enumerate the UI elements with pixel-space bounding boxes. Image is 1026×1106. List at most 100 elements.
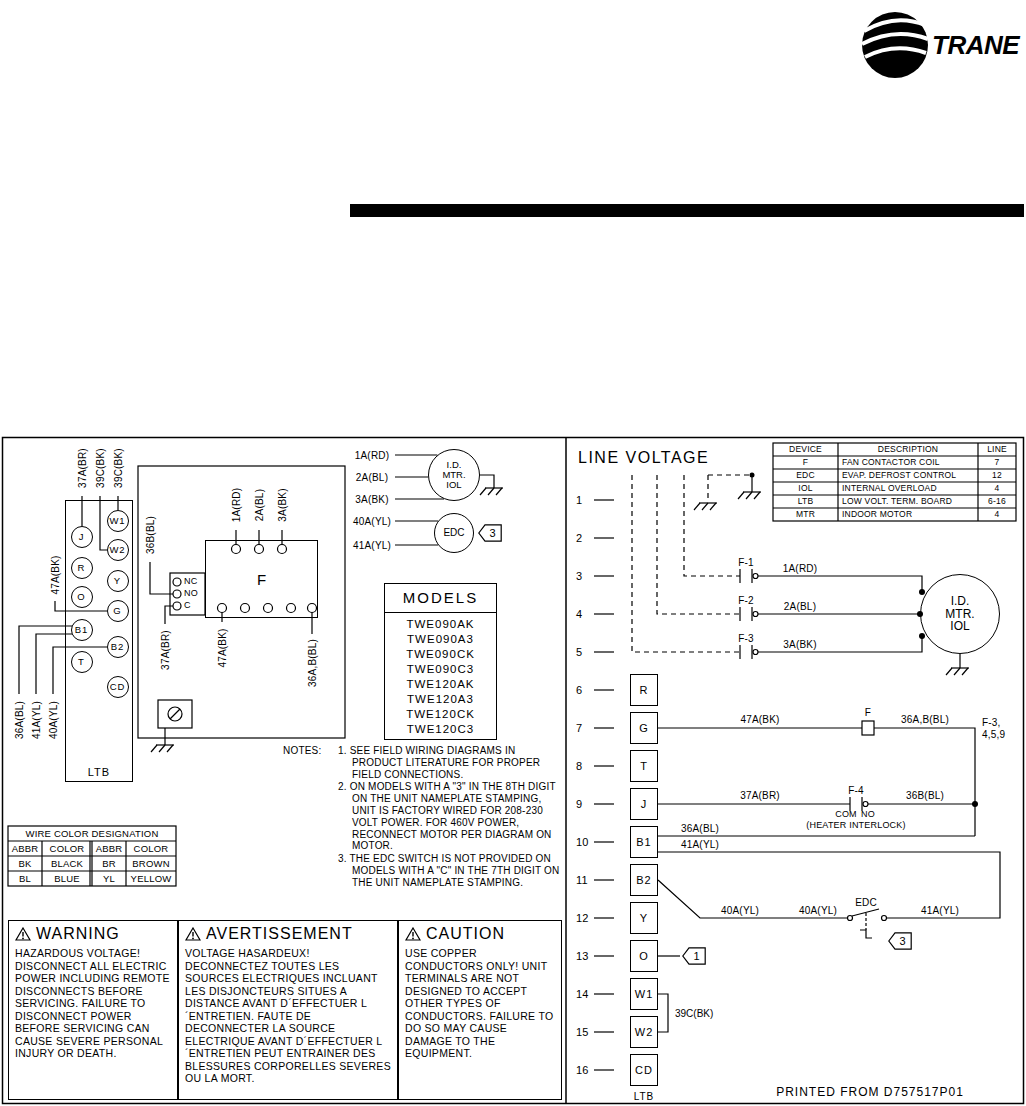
contact-symbol bbox=[753, 612, 758, 617]
wire bbox=[36, 634, 72, 694]
diagram-label: 4 bbox=[995, 484, 1000, 493]
terminal-cell: O bbox=[630, 940, 658, 972]
terminal-board: LTBW1JW2RYOGB1B2TCD bbox=[65, 500, 133, 782]
diagram-label: 3A(BK) bbox=[783, 639, 816, 650]
warning-header: CAUTION bbox=[405, 925, 555, 943]
wire bbox=[258, 530, 259, 545]
wire bbox=[658, 727, 862, 728]
terminal-board: LTBRGTJB1B2YOW1W2CD bbox=[626, 672, 662, 1102]
flag-outline bbox=[889, 933, 911, 949]
diagram-label: COM bbox=[835, 810, 857, 820]
diagram-label: 4 bbox=[995, 510, 1000, 519]
terminal-circle: J bbox=[71, 526, 93, 548]
contactor-terminal bbox=[264, 604, 273, 613]
terminal-circle: Y bbox=[107, 570, 129, 592]
node-label: Y bbox=[640, 912, 648, 924]
node-label: W2 bbox=[109, 544, 125, 555]
line-tick bbox=[594, 1069, 614, 1070]
wire bbox=[758, 576, 922, 592]
control-board bbox=[138, 466, 345, 738]
wire-number: 39C(BK) bbox=[95, 448, 106, 488]
table-rule bbox=[773, 507, 1016, 508]
ground-symbol bbox=[488, 488, 494, 495]
line-tick bbox=[594, 575, 614, 576]
node-label: EDC bbox=[443, 528, 464, 539]
contactor-terminal bbox=[287, 604, 296, 613]
diagram-label: 1A(RD) bbox=[783, 563, 818, 574]
node-label: LTB bbox=[88, 766, 110, 778]
diagram-label: LTB bbox=[798, 497, 814, 506]
wire-number: 47A(BK) bbox=[217, 628, 228, 667]
contactor-box: F bbox=[205, 540, 318, 618]
diagram-label: 12 bbox=[576, 912, 589, 924]
ground-symbol bbox=[710, 503, 716, 510]
contactor-terminal bbox=[241, 604, 250, 613]
warning-box: WARNINGHAZARDOUS VOLTAGE! DISCONNECT ALL… bbox=[8, 920, 178, 1100]
ground-symbol bbox=[167, 745, 173, 752]
diagram-label: BLACK bbox=[51, 858, 83, 868]
node-label: G bbox=[639, 722, 649, 734]
ground-lug bbox=[158, 700, 192, 728]
diagram-label: LOW VOLT. TERM. BOARD bbox=[842, 497, 952, 506]
color-table bbox=[8, 826, 176, 886]
terminal-circle: W1 bbox=[107, 510, 129, 532]
table-rule bbox=[41, 841, 42, 886]
diagram-label: MTR bbox=[796, 510, 815, 519]
diagram-label: ABBR bbox=[96, 843, 123, 853]
diagram-label: 36A,B(BL) bbox=[901, 714, 949, 725]
model-number: TWE120A3 bbox=[385, 692, 496, 707]
line-tick bbox=[594, 993, 614, 994]
diagram-label: 2 bbox=[576, 532, 582, 544]
diagram-label: YELLOW bbox=[131, 873, 172, 883]
diagram-label: NC bbox=[184, 577, 197, 587]
diagram-label: BR bbox=[102, 858, 116, 868]
thermostat-symbol bbox=[860, 930, 872, 938]
contact-symbol bbox=[849, 797, 850, 811]
terminal-cell: J bbox=[630, 788, 658, 820]
diagram-label: 9 bbox=[576, 798, 582, 810]
terminal-cell: B2 bbox=[630, 864, 658, 896]
node-label: T bbox=[78, 656, 85, 667]
table-rule bbox=[91, 841, 92, 886]
diagram-label: 41A(YL) bbox=[353, 540, 391, 551]
wire bbox=[395, 476, 428, 477]
wire bbox=[868, 803, 975, 804]
model-number: TWE090CK bbox=[385, 647, 496, 662]
ground-screw bbox=[170, 709, 180, 719]
diagram-label: 7 bbox=[995, 458, 1000, 467]
models-table: MODELSTWE090AKTWE090A3TWE090CKTWE090C3TW… bbox=[384, 583, 497, 740]
diagram-label: COLOR bbox=[134, 843, 169, 853]
table-rule bbox=[773, 468, 1016, 469]
field-wire bbox=[707, 475, 708, 500]
callout-flag: 3 bbox=[478, 524, 502, 542]
junction-dot bbox=[919, 633, 925, 639]
node-label: B1 bbox=[636, 836, 651, 848]
wire bbox=[395, 454, 437, 455]
line-tick bbox=[594, 879, 614, 880]
flag-outline bbox=[479, 525, 501, 541]
warning-icon bbox=[186, 928, 200, 940]
ground-symbol bbox=[480, 488, 486, 495]
wire bbox=[395, 544, 438, 545]
notes-column: 1. SEE FIELD WIRING DIAGRAMS IN PRODUCT … bbox=[338, 745, 562, 890]
diagram-label: BROWN bbox=[132, 858, 169, 868]
diagram-label: 14 bbox=[576, 988, 589, 1000]
diagram-label: EDC bbox=[796, 471, 815, 480]
wire bbox=[751, 475, 752, 492]
logo-mark bbox=[864, 20, 925, 31]
diagram-frame bbox=[3, 438, 1024, 1104]
node-label: CD bbox=[635, 1064, 653, 1076]
table-rule bbox=[89, 841, 90, 886]
node-label: W1 bbox=[635, 988, 654, 1000]
panel-divider bbox=[565, 438, 567, 1104]
wire bbox=[658, 955, 680, 956]
wire bbox=[117, 496, 118, 510]
node-label: 3 bbox=[899, 935, 905, 947]
diagram-label: 2A(BL) bbox=[784, 601, 816, 612]
wire bbox=[758, 636, 922, 652]
contactor-terminal bbox=[278, 545, 287, 554]
relay-terminals bbox=[170, 573, 205, 615]
diagram-label: DEVICE bbox=[789, 445, 822, 454]
field-wire bbox=[708, 474, 752, 475]
contact-symbol bbox=[739, 645, 740, 659]
